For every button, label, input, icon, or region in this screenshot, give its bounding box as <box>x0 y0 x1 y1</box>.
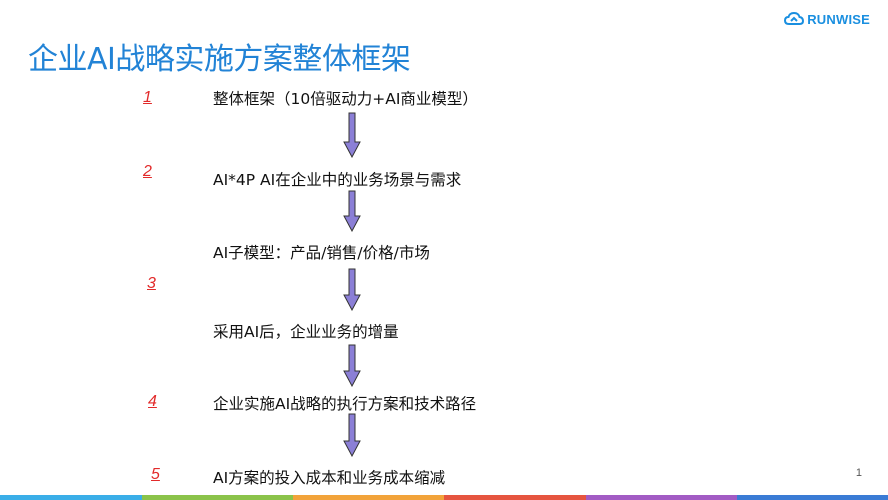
step-number-4: 4 <box>148 393 157 410</box>
runwise-logo: RUNWISE <box>784 10 870 28</box>
step-text-4: 企业实施AI战略的执行方案和技术路径 <box>213 395 477 413</box>
page-number: 1 <box>855 467 862 479</box>
logo-text: RUNWISE <box>807 11 870 27</box>
bottom-color-bar <box>0 495 888 500</box>
step-text-2: AI*4P AI在企业中的业务场景与需求 <box>213 171 462 189</box>
down-arrow-icon <box>343 190 361 232</box>
down-arrow-icon <box>343 413 361 457</box>
down-arrow-icon <box>343 268 361 311</box>
page-title: 企业AI战略实施方案整体框架 <box>28 42 411 77</box>
down-arrow-icon <box>343 112 361 158</box>
step-text-1: 整体框架（10倍驱动力+AI商业模型） <box>213 90 478 108</box>
step-number-2: 2 <box>143 163 152 180</box>
step-number-1: 1 <box>143 89 152 106</box>
step-text-3: AI子模型：产品/销售/价格/市场 <box>213 244 430 262</box>
down-arrow-icon <box>343 344 361 387</box>
step-text-5: AI方案的投入成本和业务成本缩减 <box>213 469 446 487</box>
step-number-5: 5 <box>151 466 160 483</box>
step-text-increment: 采用AI后，企业业务的增量 <box>213 323 399 341</box>
cloud-logo-icon <box>784 11 805 25</box>
step-number-3: 3 <box>147 275 156 292</box>
